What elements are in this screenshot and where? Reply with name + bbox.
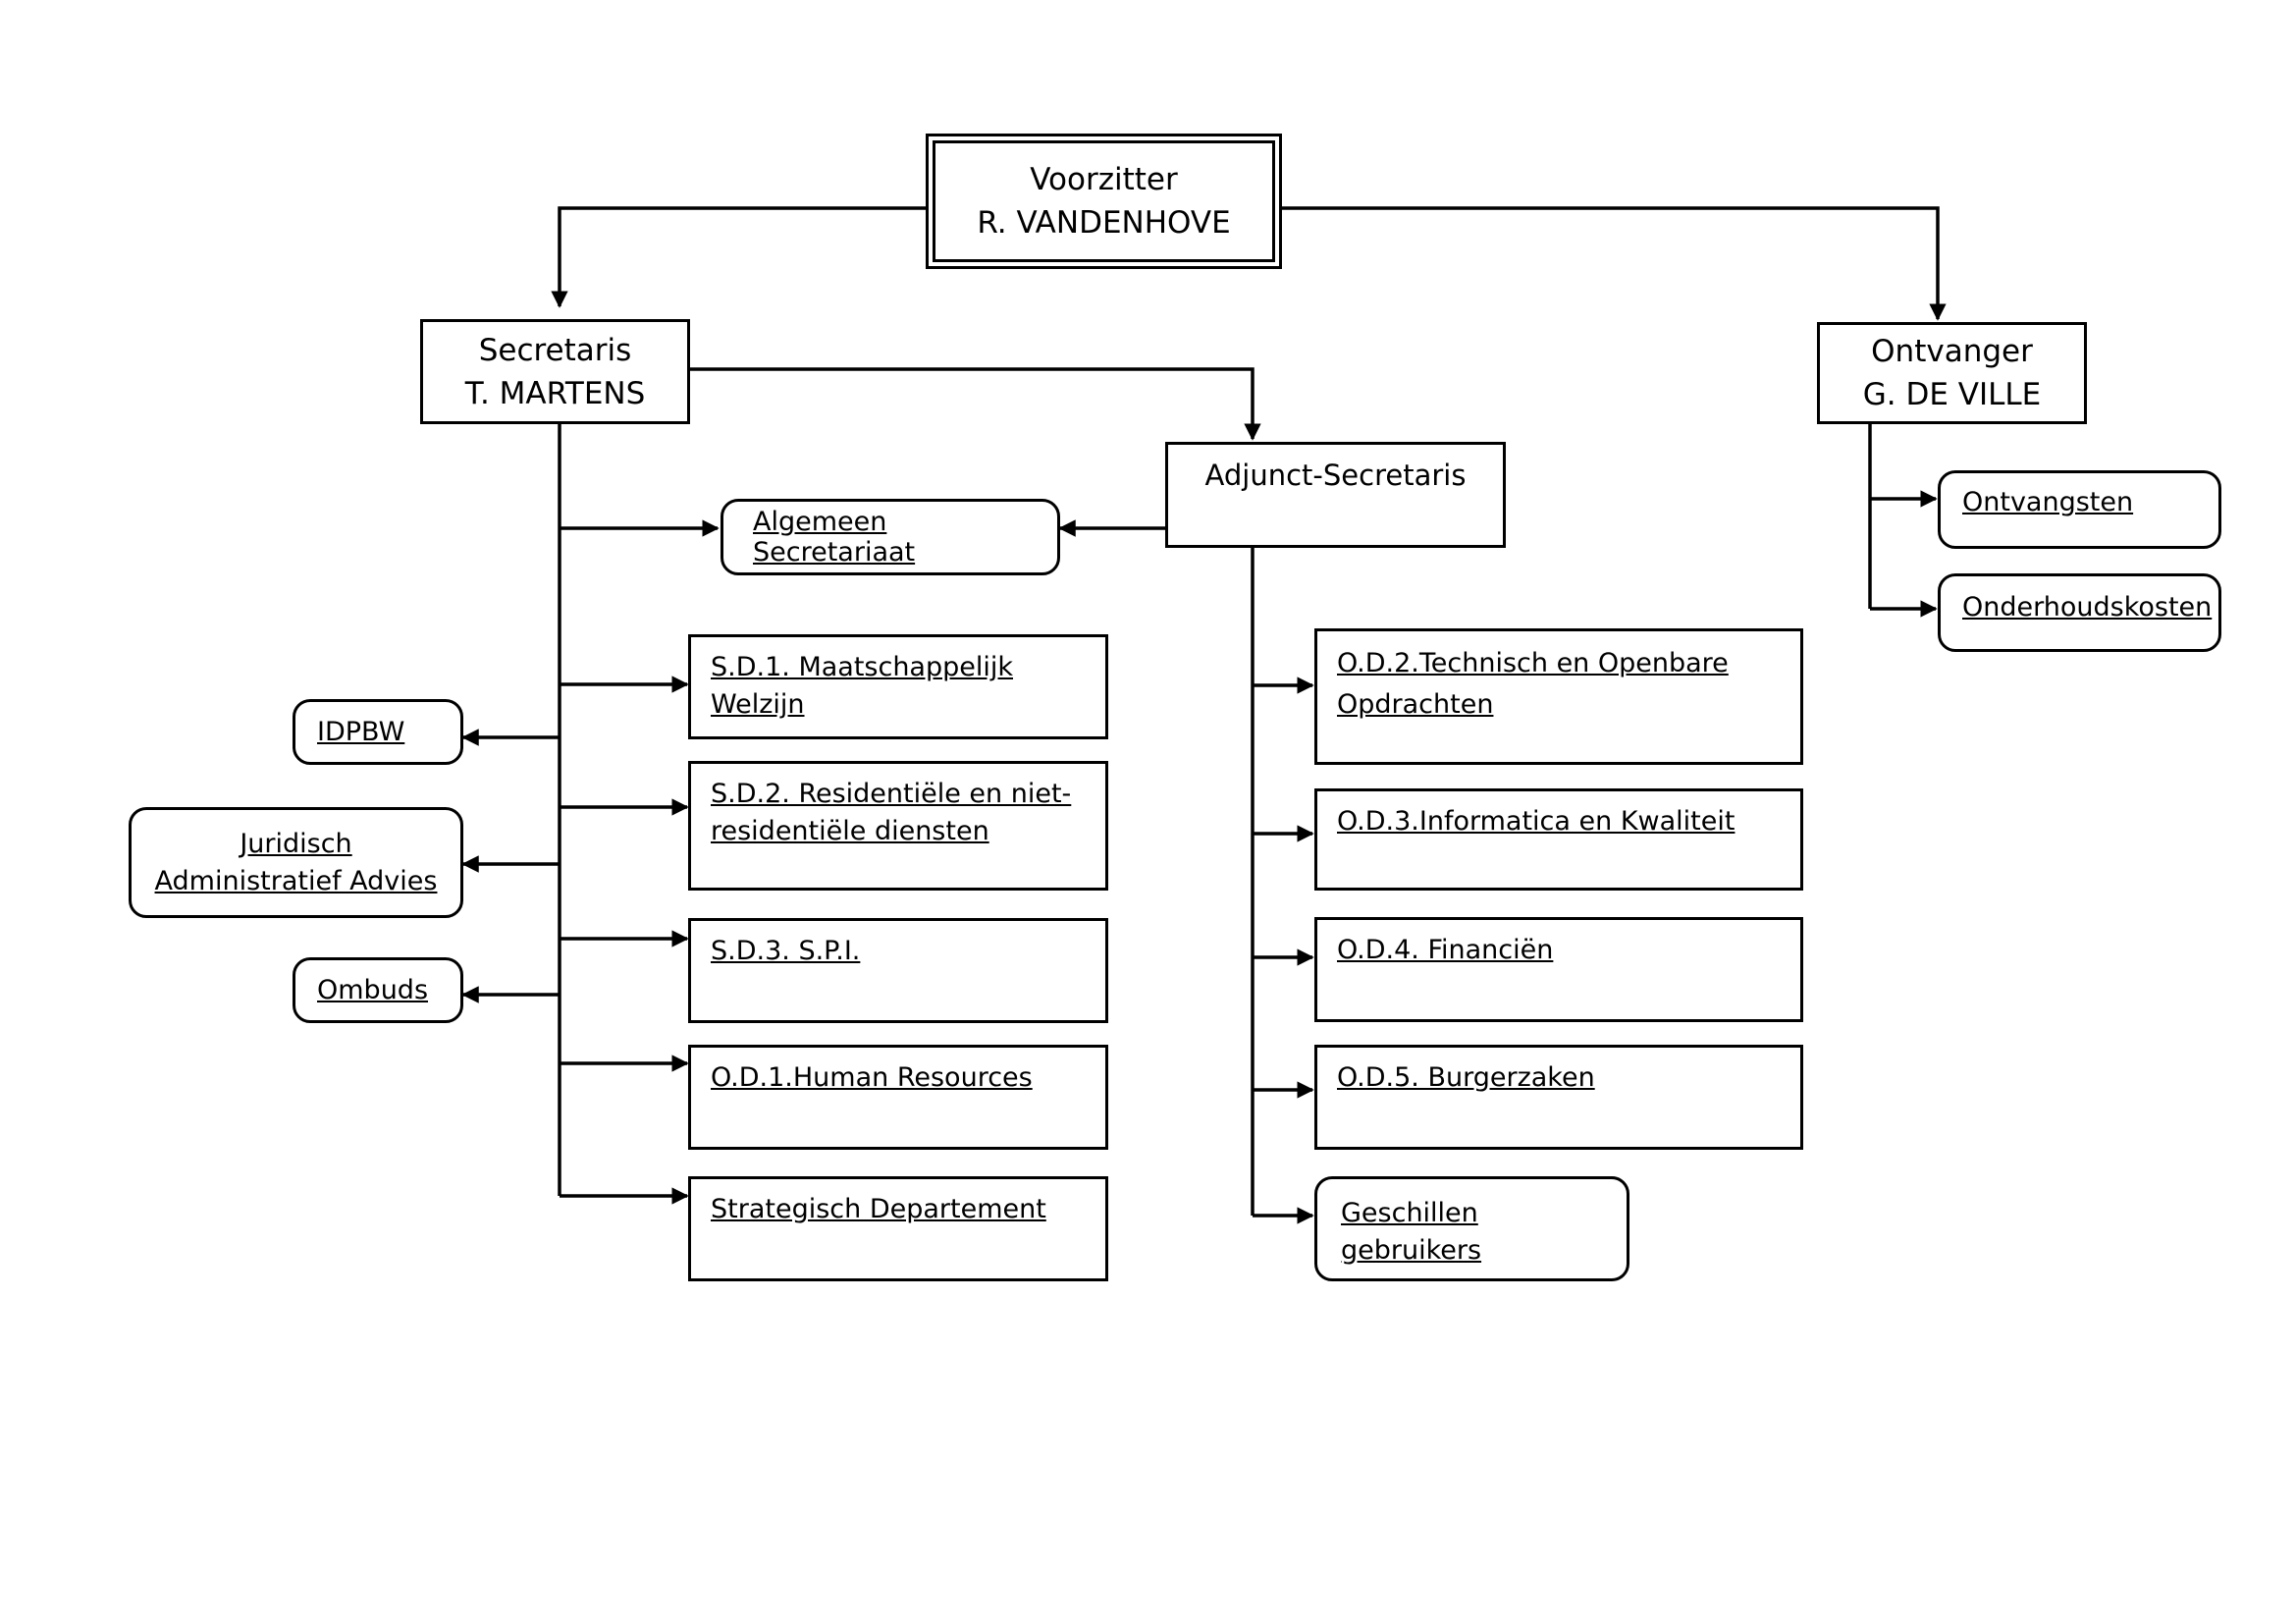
chairman-name: R. VANDENHOVE [977,205,1231,241]
od5-box: O.D.5. Burgerzaken [1314,1045,1803,1150]
secretary-box: Secretaris T. MARTENS [420,319,690,424]
od4-box: O.D.4. Financiën [1314,917,1803,1022]
receiver-title: Ontvanger [1871,334,2033,369]
od2-box: O.D.2.Technisch en Openbare Opdrachten [1314,628,1803,765]
idpbw-label: IDPBW [317,717,405,747]
strategic-department-box: Strategisch Departement [688,1176,1108,1281]
od2-line2: Opdrachten [1337,689,1494,720]
line-chairman-to-secretary [551,206,926,308]
secretary-title: Secretaris [478,332,632,368]
receipts-box: Ontvangsten [1938,470,2221,549]
line-secretary-to-deputy [690,367,1261,441]
od2-line1: O.D.2.Technisch en Openbare [1337,648,1729,678]
ombuds-box: Ombuds [293,957,463,1023]
od5-label: O.D.5. Burgerzaken [1337,1062,1595,1093]
secretary-name: T. MARTENS [464,375,646,411]
sd1-label: S.D.1. Maatschappelijk Welzijn [711,652,1014,720]
legal-advice-box: Juridisch Administratief Advies [129,807,463,918]
strategic-department-label: Strategisch Departement [711,1194,1046,1224]
line-chairman-to-receiver [1281,206,1947,321]
disputes-box: Geschillen gebruikers [1314,1176,1629,1281]
od3-label: O.D.3.Informatica en Kwaliteit [1337,806,1735,837]
receiver-box: Ontvanger G. DE VILLE [1817,322,2087,424]
od3-box: O.D.3.Informatica en Kwaliteit [1314,788,1803,891]
receiver-name: G. DE VILLE [1862,377,2042,412]
sd3-label: S.D.3. S.P.I. [711,936,861,966]
chairman-title: Voorzitter [1030,162,1178,197]
maintenance-box: Onderhoudskosten [1938,573,2221,652]
idpbw-box: IDPBW [293,699,463,765]
sd2-line2: residentiële diensten [711,816,989,846]
od1-box: O.D.1.Human Resources [688,1045,1108,1150]
chairman-box: Voorzitter R. VANDENHOVE [926,134,1282,269]
deputy-secretary-title: Adjunct-Secretaris [1204,459,1467,492]
od1-label: O.D.1.Human Resources [711,1062,1033,1093]
general-secretariat-box: Algemeen Secretariaat [721,499,1060,575]
od4-label: O.D.4. Financiën [1337,935,1554,965]
receipts-label: Ontvangsten [1962,487,2134,517]
sd3-box: S.D.3. S.P.I. [688,918,1108,1023]
sd2-line1: S.D.2. Residentiële en niet- [711,779,1072,809]
legal-advice-line2: Administratief Advies [154,865,438,896]
maintenance-label: Onderhoudskosten [1962,592,2213,623]
sd1-box: S.D.1. Maatschappelijk Welzijn [688,634,1108,739]
ombuds-label: Ombuds [317,975,429,1005]
legal-advice-line1: Juridisch [240,828,352,859]
deputy-secretary-box: Adjunct-Secretaris [1165,442,1506,548]
sd2-box: S.D.2. Residentiële en niet- residentiël… [688,761,1108,891]
disputes-label: Geschillen gebruikers [1341,1198,1482,1266]
general-secretariat-label: Algemeen Secretariaat [753,507,916,568]
